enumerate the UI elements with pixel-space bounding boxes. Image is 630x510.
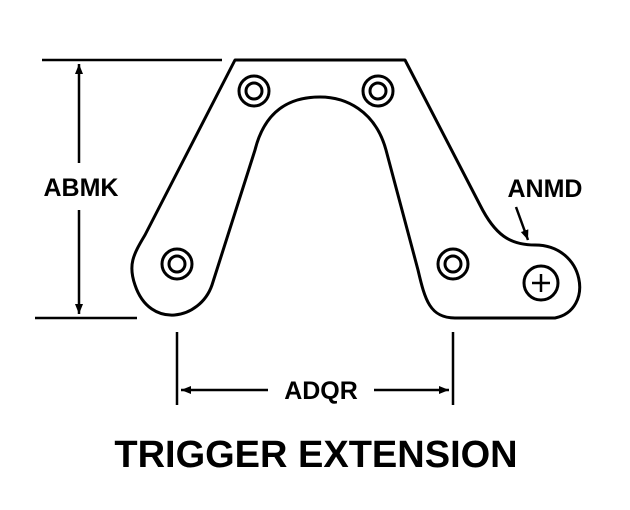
hole-top-right	[361, 74, 395, 108]
hole-bottom-left	[160, 247, 194, 281]
fastener-symbol	[522, 264, 560, 302]
fastener-callout: ANMD	[508, 175, 583, 241]
height-dimension: ABMK	[35, 58, 222, 320]
hole-top-left	[237, 74, 271, 108]
height-dimension-label: ABMK	[44, 174, 119, 202]
width-dimension: ADQR	[175, 332, 455, 405]
diagram-title: TRIGGER EXTENSION	[114, 434, 517, 476]
width-dimension-label: ADQR	[284, 377, 358, 405]
trigger-extension-part-outline	[130, 58, 582, 320]
hole-bottom-right	[436, 247, 470, 281]
fastener-callout-label: ANMD	[508, 175, 583, 203]
